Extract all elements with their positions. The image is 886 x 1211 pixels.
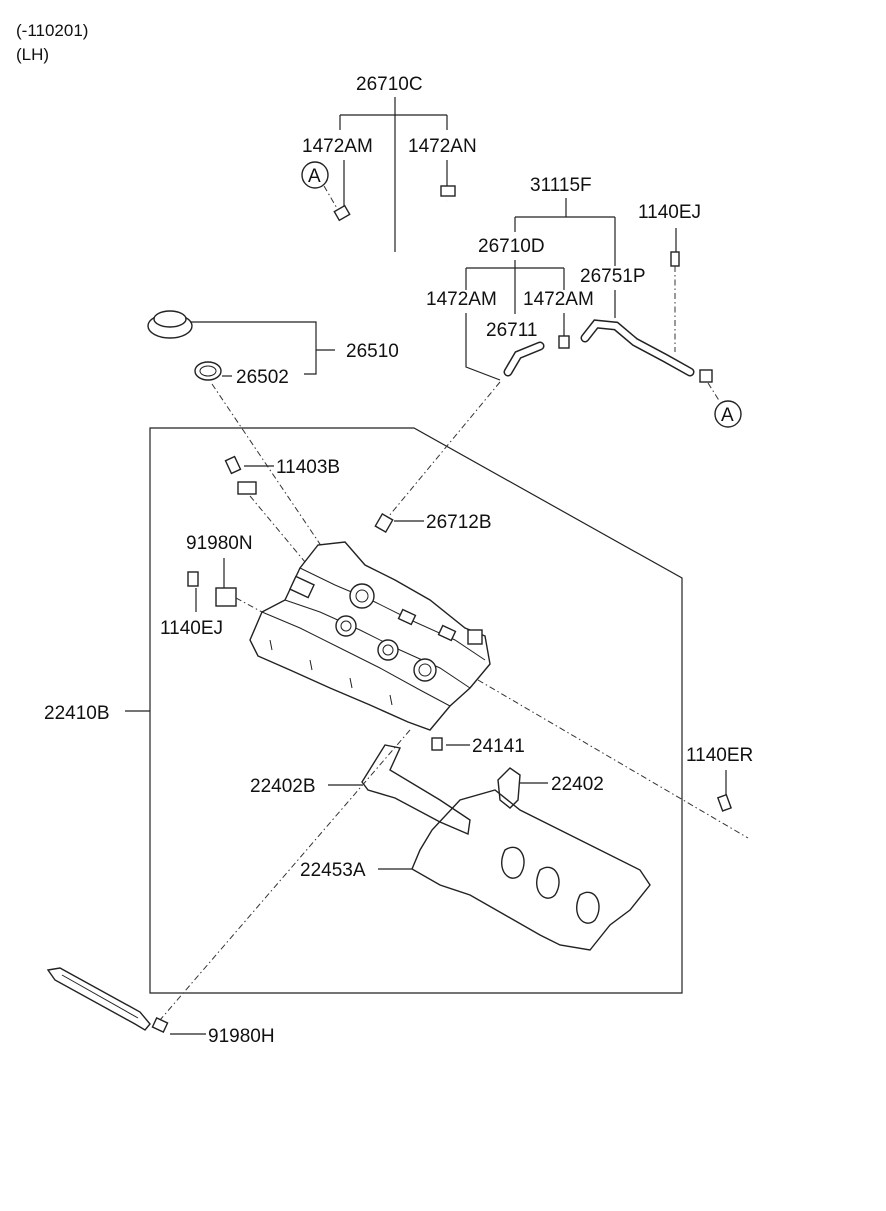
part-label-1140ER[interactable]: 1140ER bbox=[686, 745, 753, 766]
part-label-22402[interactable]: 22402 bbox=[551, 774, 604, 795]
part-label-26510[interactable]: 26510 bbox=[346, 341, 399, 362]
part-label-26710D[interactable]: 26710D bbox=[478, 236, 545, 257]
part-label-1472AM-right[interactable]: 1472AM bbox=[523, 289, 594, 310]
bolt-1140ER bbox=[716, 793, 732, 812]
grommet-24141-group[interactable]: 24141 bbox=[431, 736, 525, 757]
oil-filler-seal bbox=[194, 361, 222, 381]
hose-clamp-right bbox=[558, 335, 570, 349]
gasket-group[interactable]: 22402B 22402 22453A bbox=[250, 744, 651, 951]
pcv-valve-group[interactable]: 26712B bbox=[374, 512, 492, 534]
part-label-22410B[interactable]: 22410B bbox=[44, 703, 110, 724]
connector-callout-a-top-label: A bbox=[308, 166, 321, 187]
pcv-fitting bbox=[699, 369, 713, 383]
part-label-11403B[interactable]: 11403B bbox=[276, 457, 340, 478]
part-label-31115F[interactable]: 31115F bbox=[530, 175, 592, 196]
part-label-91980N[interactable]: 91980N bbox=[186, 533, 253, 554]
connector-callout-a-right bbox=[714, 400, 742, 428]
connector-callout-a-top bbox=[301, 161, 329, 189]
hose-clamp-1472AM bbox=[333, 204, 351, 222]
bolt-1140ER-group[interactable]: 1140ER bbox=[686, 745, 753, 812]
connector-callout-a-right-label: A bbox=[721, 405, 734, 426]
part-label-22453A[interactable]: 22453A bbox=[300, 860, 366, 881]
harness-protector-91980H bbox=[46, 967, 151, 1031]
bracket-11403B bbox=[237, 481, 257, 495]
pcv-valve-26712B bbox=[374, 512, 394, 534]
part-label-1472AM-mid[interactable]: 1472AM bbox=[426, 289, 497, 310]
part-label-1472AM-top[interactable]: 1472AM bbox=[302, 136, 373, 157]
part-label-91980H[interactable]: 91980H bbox=[208, 1026, 275, 1047]
part-label-26751P[interactable]: 26751P bbox=[580, 266, 646, 287]
oil-filler-cap-group[interactable]: 26510 26502 bbox=[147, 310, 399, 597]
hose-clamp-1472AN bbox=[440, 185, 456, 197]
harness-protector-group[interactable]: 91980H bbox=[46, 729, 411, 1047]
part-label-26502[interactable]: 26502 bbox=[236, 367, 289, 388]
bolt-1140EJ-left bbox=[187, 571, 199, 587]
part-label-1140EJ-top[interactable]: 1140EJ bbox=[638, 202, 701, 223]
cylinder-head-cover[interactable] bbox=[249, 541, 749, 839]
pcv-group[interactable]: 31115F 1140EJ 26710D 26751P 1472AM 1472A… bbox=[383, 175, 742, 523]
side-label: (LH) bbox=[16, 45, 49, 64]
part-label-26711[interactable]: 26711 bbox=[486, 320, 537, 341]
bolt-1140EJ-top bbox=[670, 251, 680, 267]
spark-plug-gasket-22402B bbox=[361, 744, 471, 836]
harness-bracket-group[interactable]: 91980N 1140EJ bbox=[160, 533, 263, 639]
bolt-11403B bbox=[224, 455, 242, 475]
part-label-24141[interactable]: 24141 bbox=[472, 736, 525, 757]
bracket-91980N bbox=[215, 587, 237, 607]
part-label-26712B[interactable]: 26712B bbox=[426, 512, 492, 533]
part-label-1472AN[interactable]: 1472AN bbox=[408, 136, 477, 157]
part-label-1140EJ-left[interactable]: 1140EJ bbox=[160, 618, 223, 639]
grommet-24141 bbox=[431, 737, 443, 751]
model-range-label: (-110201) bbox=[16, 21, 88, 40]
part-label-26710C[interactable]: 26710C bbox=[356, 74, 423, 95]
part-label-22402B[interactable]: 22402B bbox=[250, 776, 316, 797]
breather-hose-group[interactable]: 26710C 1472AM 1472AN A bbox=[301, 74, 477, 261]
assembly-frame bbox=[149, 427, 683, 994]
bolt-11403B-group[interactable]: 11403B bbox=[224, 455, 341, 581]
head-cover-gasket-22453A bbox=[411, 789, 651, 951]
spark-plug-gasket-22402 bbox=[497, 767, 521, 809]
